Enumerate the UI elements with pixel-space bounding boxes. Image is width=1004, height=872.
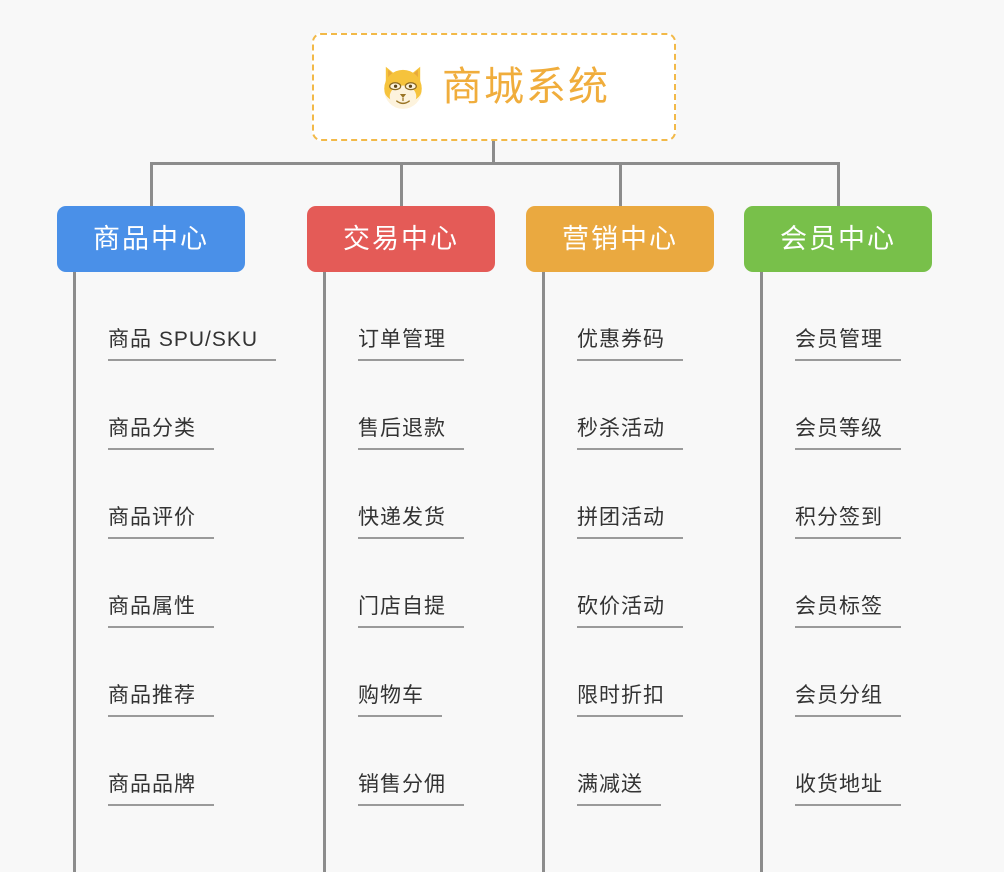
leaf-label: 商品属性 bbox=[108, 594, 196, 618]
leaf-item[interactable]: 满减送 bbox=[545, 717, 714, 806]
leaf-label: 会员分组 bbox=[795, 683, 883, 707]
leaf-label: 会员标签 bbox=[795, 594, 883, 618]
leaf-list-member-center: 会员管理 会员等级 积分签到 会员标签 会员分组 收货地址 bbox=[760, 272, 932, 872]
shiba-dog-icon bbox=[384, 66, 422, 109]
leaf-label: 购物车 bbox=[358, 683, 424, 707]
connector-horizontal-bus bbox=[150, 162, 840, 165]
leaf-item[interactable]: 快递发货 bbox=[326, 450, 495, 539]
category-box-member-center[interactable]: 会员中心 bbox=[744, 206, 932, 272]
category-box-marketing-center[interactable]: 营销中心 bbox=[526, 206, 714, 272]
leaf-item[interactable]: 会员分组 bbox=[763, 628, 932, 717]
leaf-item[interactable]: 砍价活动 bbox=[545, 539, 714, 628]
leaf-label: 商品推荐 bbox=[108, 683, 196, 707]
category-label: 会员中心 bbox=[780, 223, 896, 254]
leaf-item[interactable]: 商品推荐 bbox=[76, 628, 245, 717]
mindmap-canvas: 商城系统 商品中心 商品 SPU/SKU 商品分类 商品评价 商品属性 商品推荐… bbox=[57, 33, 932, 872]
leaf-label: 积分签到 bbox=[795, 505, 883, 529]
branch-product-center: 商品中心 商品 SPU/SKU 商品分类 商品评价 商品属性 商品推荐 商品品牌 bbox=[57, 206, 277, 872]
leaf-item[interactable]: 商品评价 bbox=[76, 450, 245, 539]
leaf-label: 秒杀活动 bbox=[577, 416, 665, 440]
leaf-item[interactable]: 积分签到 bbox=[763, 450, 932, 539]
leaf-label: 商品分类 bbox=[108, 416, 196, 440]
leaf-label: 门店自提 bbox=[358, 594, 446, 618]
leaf-item[interactable]: 拼团活动 bbox=[545, 450, 714, 539]
branch-trade-center: 交易中心 订单管理 售后退款 快递发货 门店自提 购物车 销售分佣 bbox=[307, 206, 495, 872]
leaf-item[interactable]: 秒杀活动 bbox=[545, 361, 714, 450]
leaf-item[interactable]: 订单管理 bbox=[326, 272, 495, 361]
leaf-label: 优惠券码 bbox=[577, 327, 665, 351]
leaf-label: 商品 SPU/SKU bbox=[108, 327, 259, 351]
leaf-item[interactable]: 商品分类 bbox=[76, 361, 245, 450]
root-node[interactable]: 商城系统 bbox=[312, 33, 676, 141]
leaf-item[interactable]: 优惠券码 bbox=[545, 272, 714, 361]
leaf-item[interactable]: 收货地址 bbox=[763, 717, 932, 806]
leaf-item[interactable]: 商品品牌 bbox=[76, 717, 245, 806]
leaf-label: 商品品牌 bbox=[108, 772, 196, 796]
leaf-label: 收货地址 bbox=[795, 772, 883, 796]
leaf-label: 会员等级 bbox=[795, 416, 883, 440]
leaf-item[interactable]: 会员管理 bbox=[763, 272, 932, 361]
leaf-item[interactable]: 限时折扣 bbox=[545, 628, 714, 717]
leaf-label: 商品评价 bbox=[108, 505, 196, 529]
leaf-label: 砍价活动 bbox=[577, 594, 665, 618]
leaf-label: 满减送 bbox=[577, 772, 643, 796]
branch-member-center: 会员中心 会员管理 会员等级 积分签到 会员标签 会员分组 收货地址 bbox=[744, 206, 932, 872]
category-label: 商品中心 bbox=[93, 223, 209, 254]
connector-drop-2 bbox=[400, 162, 403, 206]
category-box-trade-center[interactable]: 交易中心 bbox=[307, 206, 495, 272]
category-box-product-center[interactable]: 商品中心 bbox=[57, 206, 245, 272]
connector-drop-3 bbox=[619, 162, 622, 206]
leaf-item[interactable]: 销售分佣 bbox=[326, 717, 495, 806]
leaf-label: 销售分佣 bbox=[358, 772, 446, 796]
connector-drop-4 bbox=[837, 162, 840, 206]
leaf-item[interactable]: 商品属性 bbox=[76, 539, 245, 628]
root-title: 商城系统 bbox=[442, 65, 610, 109]
leaf-label: 会员管理 bbox=[795, 327, 883, 351]
leaf-item[interactable]: 商品 SPU/SKU bbox=[76, 272, 277, 361]
leaf-label: 售后退款 bbox=[358, 416, 446, 440]
leaf-item[interactable]: 会员等级 bbox=[763, 361, 932, 450]
leaf-item[interactable]: 门店自提 bbox=[326, 539, 495, 628]
leaf-item[interactable]: 会员标签 bbox=[763, 539, 932, 628]
branch-marketing-center: 营销中心 优惠券码 秒杀活动 拼团活动 砍价活动 限时折扣 满减送 bbox=[526, 206, 714, 872]
leaf-list-product-center: 商品 SPU/SKU 商品分类 商品评价 商品属性 商品推荐 商品品牌 bbox=[73, 272, 277, 872]
leaf-label: 拼团活动 bbox=[577, 505, 665, 529]
category-label: 营销中心 bbox=[562, 223, 678, 254]
leaf-label: 限时折扣 bbox=[577, 683, 665, 707]
leaf-item[interactable]: 购物车 bbox=[326, 628, 495, 717]
leaf-item[interactable]: 售后退款 bbox=[326, 361, 495, 450]
leaf-label: 订单管理 bbox=[358, 327, 446, 351]
leaf-label: 快递发货 bbox=[358, 505, 446, 529]
category-label: 交易中心 bbox=[343, 223, 459, 254]
connector-root-stem bbox=[492, 141, 495, 165]
leaf-list-trade-center: 订单管理 售后退款 快递发货 门店自提 购物车 销售分佣 bbox=[323, 272, 495, 872]
leaf-list-marketing-center: 优惠券码 秒杀活动 拼团活动 砍价活动 限时折扣 满减送 bbox=[542, 272, 714, 872]
connector-drop-1 bbox=[150, 162, 153, 206]
